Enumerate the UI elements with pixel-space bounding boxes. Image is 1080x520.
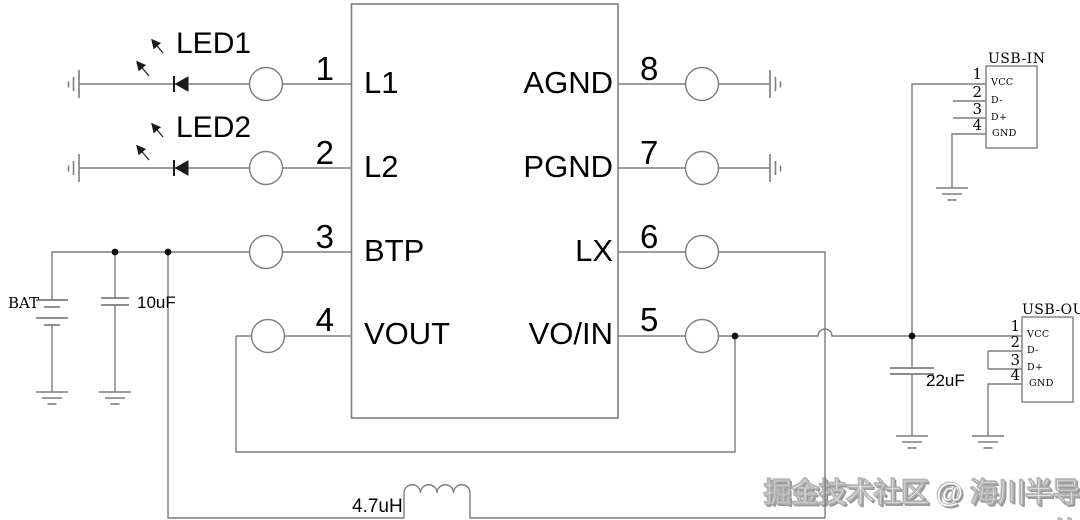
- ic-pin8-number: 8: [640, 50, 659, 87]
- ic-pin3-number: 3: [315, 218, 334, 255]
- usb-in-pin3-number: 3: [972, 100, 982, 118]
- battery-symbol: [36, 299, 68, 326]
- ground-icon-led2: [67, 154, 80, 182]
- ic-pin7-number: 7: [640, 134, 659, 171]
- ic-body: [350, 3, 619, 419]
- ic-pin1-number: 1: [315, 50, 334, 87]
- pin-pad-circles: [248, 66, 720, 354]
- led2-diode-icon: [136, 122, 189, 176]
- cap-22uf-label: 22uF: [926, 371, 965, 390]
- ic-pin6-number: 6: [640, 218, 659, 255]
- wire-battery-to-inductor: [167, 252, 404, 519]
- ground-icon-led1: [67, 70, 80, 98]
- wire-voin-with-hop: [618, 328, 1022, 337]
- led2-label: LED2: [176, 111, 252, 144]
- junction-dots: [111, 248, 916, 340]
- ground-icon-usbout: [972, 435, 1004, 449]
- ic-pin-vout-label: VOUT: [364, 316, 451, 351]
- usb-in-pin1-number: 1: [972, 65, 982, 83]
- wires: [51, 83, 1022, 519]
- usb-in-title: USB-IN: [988, 51, 1046, 67]
- inductor-symbol: [403, 484, 825, 519]
- ic-pin-lx-label: LX: [575, 233, 613, 268]
- wire-usbout-gnd: [987, 383, 1022, 436]
- ic-pin-pgnd-label: PGND: [523, 149, 613, 184]
- usb-out-pin3-number: 3: [1010, 351, 1020, 369]
- capacitor-10uf-symbol: [101, 297, 129, 306]
- usb-out-connector-body: [1021, 316, 1074, 403]
- ic-pin-btp-label: BTP: [364, 233, 425, 268]
- inductor-label: 4.7uH: [352, 496, 403, 517]
- usb-out-title: USB-OUT: [1022, 302, 1080, 318]
- usb-in-dplus-label: D+: [991, 112, 1008, 123]
- pad-pin5: [684, 318, 720, 354]
- usb-in-gnd-label: GND: [992, 128, 1017, 139]
- ic-pin5-number: 5: [640, 301, 659, 338]
- ground-icon-cap22: [896, 435, 928, 449]
- usb-out-gnd-label: GND: [1029, 378, 1054, 389]
- wire-lx: [618, 251, 826, 518]
- ic-pin-l2-label: L2: [364, 149, 399, 184]
- usb-out-pin1-number: 1: [1010, 317, 1020, 335]
- led2-emission-arrows: [136, 122, 164, 161]
- wire-usbin-gnd: [951, 133, 986, 188]
- wire-vout-feedback-loop: [235, 336, 736, 453]
- ic-pin-l1-label: L1: [364, 65, 399, 100]
- ic-pin-agnd-label: AGND: [523, 65, 613, 100]
- led1-emission-arrows: [136, 38, 164, 77]
- pad-pin1: [248, 66, 284, 102]
- wire-usbin-vcc: [911, 83, 986, 336]
- ground-icon-usbin: [936, 187, 968, 201]
- usb-out-dminus-label: D-: [1027, 345, 1039, 356]
- usb-in-pin2-number: 2: [972, 83, 982, 101]
- watermark-text: 掘金技术社区 @ 海川半导体: [763, 477, 1080, 520]
- ground-icon-cap10: [99, 391, 131, 405]
- pad-pin7: [684, 150, 720, 186]
- capacitor-22uf-symbol: [890, 367, 934, 375]
- ic-pin4-number: 4: [315, 301, 334, 338]
- usb-in-connector-body: [985, 65, 1038, 149]
- usb-out-dplus-label: D+: [1027, 362, 1044, 373]
- pad-pin2: [248, 150, 284, 186]
- ground-icon-battery: [36, 391, 68, 405]
- usb-out-pin2-number: 2: [1010, 333, 1020, 351]
- usb-in-dminus-label: D-: [991, 95, 1003, 106]
- pad-pin3: [248, 234, 284, 270]
- pad-pin6: [684, 234, 720, 270]
- usb-out-vcc-label: VCC: [1027, 329, 1050, 340]
- usb-out-pin4-number: 4: [1010, 366, 1020, 384]
- ground-icon-agnd: [769, 70, 782, 98]
- led1-diode-icon: [136, 38, 189, 92]
- led1-label: LED1: [176, 27, 252, 60]
- battery-label: BAT: [8, 294, 40, 312]
- usb-in-vcc-label: VCC: [991, 77, 1014, 88]
- cap-10uf-label: 10uF: [137, 293, 176, 312]
- pad-pin8: [684, 66, 720, 102]
- wire-btp-battery: [51, 251, 351, 300]
- ic-pin-voin-label: VO/IN: [528, 316, 613, 351]
- ground-icon-pgnd: [769, 154, 782, 182]
- ic-pin2-number: 2: [315, 134, 334, 171]
- pad-pin4: [250, 318, 286, 354]
- usb-in-pin4-number: 4: [972, 116, 982, 134]
